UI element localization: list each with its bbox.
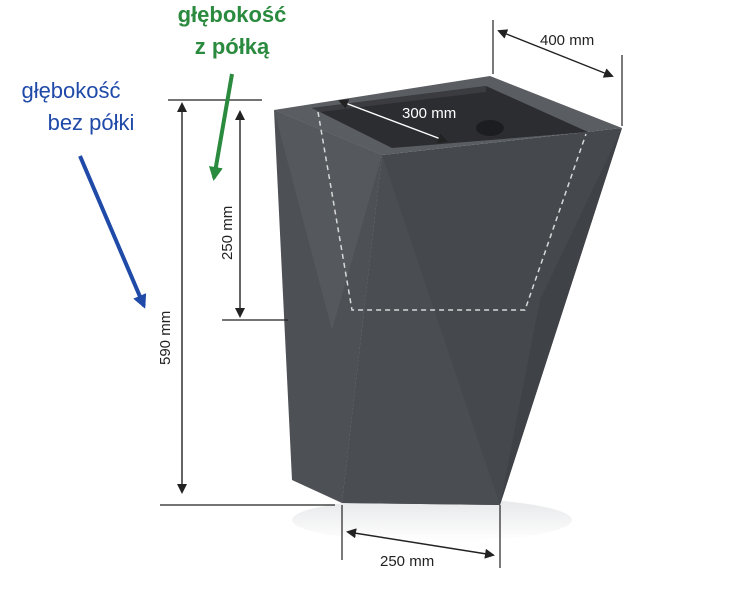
dim-shelf-depth-label: 250 mm: [219, 206, 236, 260]
green-arrow: [208, 73, 234, 181]
dim-top-outer-label: 400 mm: [540, 32, 594, 49]
dim-bottom: 250 mm: [341, 505, 501, 570]
shelf-outline: [317, 111, 587, 311]
label-depth-with-shelf-line1: głębokość: [178, 2, 287, 27]
dim-top-inner: 300 mm: [338, 99, 456, 143]
blue-arrow: [78, 155, 147, 309]
dim-bottom-label: 250 mm: [380, 553, 434, 570]
dim-total-height-label: 590 mm: [157, 311, 174, 365]
label-depth-without-shelf: głębokość bez półki: [21, 78, 147, 309]
label-depth-with-shelf-line2: z półką: [195, 34, 270, 59]
planter-facet-lower: [342, 155, 500, 505]
planter: [274, 76, 622, 505]
label-depth-with-shelf: głębokość z półką: [178, 2, 287, 181]
planter-facet-left: [274, 110, 382, 330]
dim-total-height: 590 mm: [157, 99, 335, 506]
planter-facet-right: [500, 128, 622, 505]
label-depth-without-shelf-line1: głębokość: [21, 78, 120, 103]
dim-shelf-depth: 250 mm: [219, 110, 288, 321]
dim-top-outer: 400 mm: [492, 20, 623, 126]
dim-top-inner-label: 300 mm: [402, 105, 456, 122]
planter-inner-object: [476, 120, 504, 136]
label-depth-without-shelf-line2: bez półki: [48, 110, 135, 135]
